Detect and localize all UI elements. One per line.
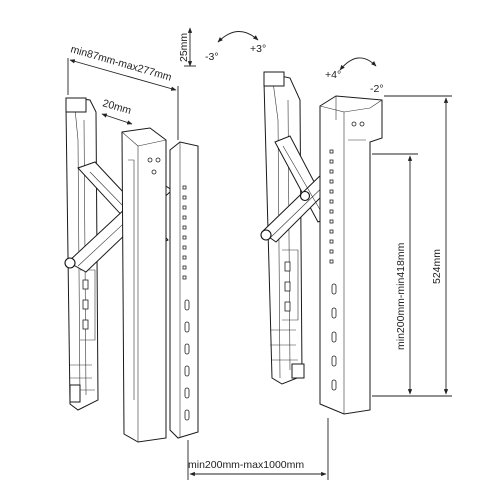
- dimension-offset-20: 20mm: [101, 97, 133, 125]
- right-mount: [260, 71, 383, 415]
- total-height-label: 524mm: [431, 249, 443, 284]
- dimension-total-height: 524mm: [372, 95, 452, 397]
- height-range-label: min200mm-min418mm: [395, 242, 407, 350]
- tilt-right-minus-label: -2°: [370, 83, 384, 95]
- tilt-right-plus-label: +4°: [325, 69, 341, 81]
- left-mount: [64, 97, 199, 443]
- tilt-indicator-right: +4° -2°: [325, 57, 384, 95]
- tilt-left-minus-label: -3°: [205, 51, 219, 63]
- tilt-left-plus-label: +3°: [250, 43, 266, 55]
- offset-25-label: 25mm: [178, 33, 190, 62]
- offset-20-label: 20mm: [101, 97, 133, 117]
- dimension-height-range: min200mm-min418mm: [372, 153, 418, 397]
- dimension-width-range: min200mm-max1000mm: [187, 418, 329, 480]
- tilt-indicator-left: -3° +3°: [205, 31, 266, 63]
- width-range-label: min200mm-max1000mm: [188, 459, 304, 471]
- depth-range-label: min87mm-max277mm: [69, 43, 173, 83]
- dimension-offset-25: 25mm: [178, 27, 196, 67]
